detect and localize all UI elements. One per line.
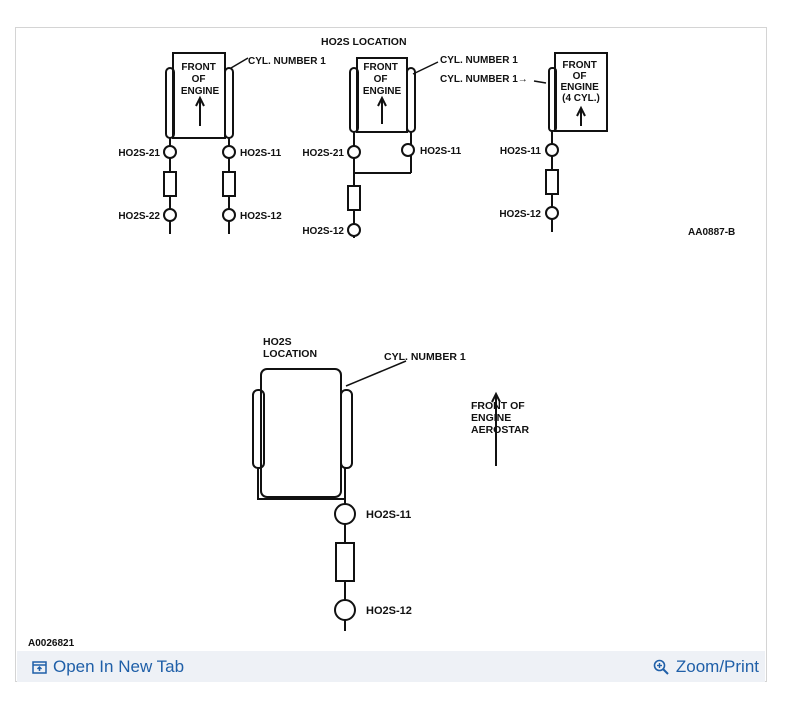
catalyst-left-2 [222,171,236,197]
cyl-number-1-label-bottom: CYL. NUMBER 1 [384,351,466,363]
sensor-ho2s-11-4cyl [545,143,559,157]
ho2s-12-label-4cyl: HO2S-12 [499,209,541,220]
front-of-engine-label-left: FRONT OF ENGINE [181,62,220,97]
cyl-number-1-label-4cyl: CYL. NUMBER 1→ [440,74,528,85]
ho2s-21-label-left: HO2S-21 [118,148,160,159]
cylinder-bank-mid-2 [406,67,416,133]
figure-ref-top: AA0887-B [688,227,735,238]
catalyst-mid [347,185,361,211]
front-of-engine-aerostar-label: FRONT OF ENGINE AEROSTAR [471,400,530,436]
open-in-new-tab-icon [32,660,47,674]
cylinder-bank-aerostar-2 [340,389,353,469]
ho2s-12-label-left: HO2S-12 [240,211,282,222]
sensor-ho2s-12-mid [347,223,361,237]
sensor-ho2s-12-aerostar [334,599,356,621]
top-title: HO2S LOCATION [321,36,407,48]
figure-ref-bottom: A0026821 [28,638,75,649]
ho2s-22-label-left: HO2S-22 [118,211,160,222]
image-toolbar: Open In New Tab Zoom/Print [17,651,765,682]
ho2s-location-diagram: HO2S LOCATION FRONT OF ENGINE CYL. NUMBE… [28,36,735,649]
sensor-ho2s-21-left [163,145,177,159]
ho2s-11-label-4cyl: HO2S-11 [500,146,542,157]
ho2s-12-label-middle: HO2S-12 [302,226,344,237]
engine-block-aerostar [260,368,342,498]
catalyst-4cyl [545,169,559,195]
front-of-engine-label-4cyl: FRONT OF ENGINE (4 CYL.) [560,60,601,104]
ho2s-12-label-bottom: HO2S-12 [366,605,412,617]
sensor-ho2s-21-mid [347,145,361,159]
engine-4cyl-diagram [533,52,608,232]
open-in-new-tab-label: Open In New Tab [53,657,185,676]
sensor-ho2s-12-4cyl [545,206,559,220]
catalyst-aerostar [335,542,355,582]
sensor-ho2s-11-aerostar [334,503,356,525]
zoom-print-link[interactable]: Zoom/Print [653,657,759,677]
engine-v-diagram-left [163,52,249,234]
zoom-print-label: Zoom/Print [675,657,759,676]
cyl-number-1-label-left: CYL. NUMBER 1 [248,56,326,67]
ho2s-21-label-middle: HO2S-21 [302,148,344,159]
sensor-ho2s-11-left [222,145,236,159]
cylinder-bank-left-2 [224,67,234,139]
image-frame: HO2S LOCATION FRONT OF ENGINE CYL. NUMBE… [15,27,767,682]
ho2s-11-label-middle: HO2S-11 [420,146,462,157]
sensor-ho2s-11-mid [401,143,415,157]
ho2s-11-label-left: HO2S-11 [240,148,282,159]
engine-v-diagram-middle [347,57,439,238]
zoom-in-icon [653,659,670,676]
engine-aerostar-diagram [252,360,501,631]
cylinder-bank-aerostar-1 [252,389,265,469]
open-in-new-tab-link[interactable]: Open In New Tab [32,657,184,677]
sensor-ho2s-22-left [163,208,177,222]
cyl-number-1-label-middle: CYL. NUMBER 1 [440,55,518,66]
sensor-ho2s-12-left [222,208,236,222]
catalyst-left-1 [163,171,177,197]
front-of-engine-label-middle: FRONT OF ENGINE [363,62,402,97]
ho2s-location-label-bottom: HO2S LOCATION [263,336,317,360]
ho2s-11-label-bottom: HO2S-11 [366,509,411,521]
